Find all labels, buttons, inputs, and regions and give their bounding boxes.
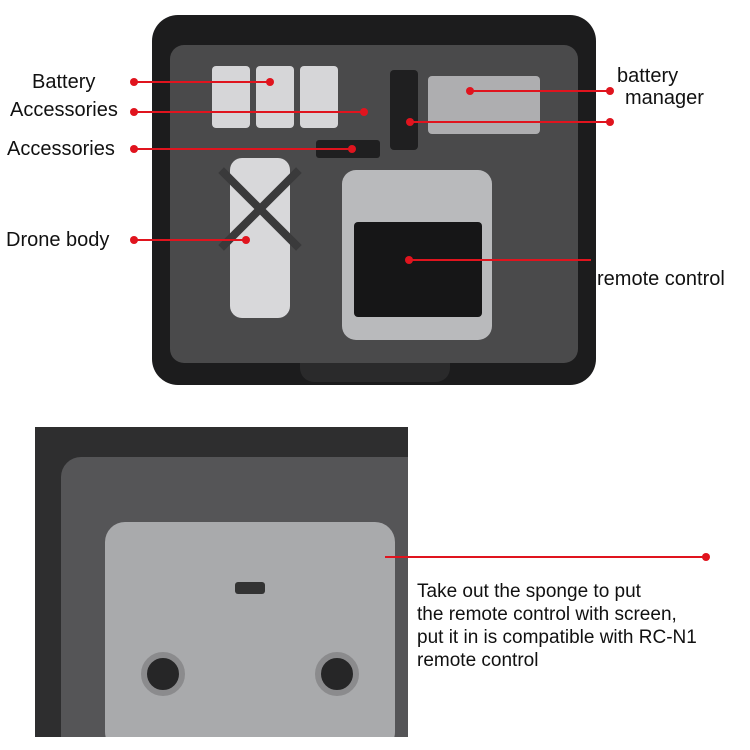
pointer-line bbox=[410, 121, 610, 123]
pointer-line bbox=[134, 81, 270, 83]
note-line: remote control bbox=[417, 650, 539, 671]
label-battery-manager: manager bbox=[625, 87, 704, 109]
note-line: Take out the sponge to put bbox=[417, 581, 641, 602]
label-battery-manager: battery bbox=[617, 65, 679, 87]
battery-manager-image bbox=[428, 76, 540, 134]
remote-screen bbox=[354, 222, 482, 317]
pointer-dot bbox=[266, 78, 274, 86]
label-battery: Battery bbox=[32, 71, 96, 93]
battery-image bbox=[256, 66, 294, 128]
joystick bbox=[141, 652, 185, 696]
label-accessories: Accessories bbox=[10, 99, 118, 121]
rc-n1-remote-image bbox=[105, 522, 395, 737]
rc-n1-photo bbox=[35, 427, 408, 737]
compatibility-note: Take out the sponge to put the remote co… bbox=[417, 580, 697, 672]
joystick bbox=[315, 652, 359, 696]
pointer-line bbox=[470, 90, 610, 92]
pointer-line bbox=[134, 239, 246, 241]
label-drone-body: Drone body bbox=[6, 229, 110, 251]
pointer-line bbox=[134, 111, 364, 113]
pointer-line bbox=[385, 556, 707, 558]
label-remote-control: remote control bbox=[597, 268, 725, 290]
case-handle bbox=[300, 360, 450, 382]
battery-image bbox=[300, 66, 338, 128]
note-line: the remote control with screen, bbox=[417, 604, 677, 625]
accessory-slot bbox=[390, 70, 418, 150]
label-accessories: Accessories bbox=[7, 138, 115, 160]
pointer-dot bbox=[606, 118, 614, 126]
pointer-dot bbox=[242, 236, 250, 244]
pointer-dot bbox=[348, 145, 356, 153]
pointer-line bbox=[409, 259, 591, 261]
pointer-dot bbox=[606, 87, 614, 95]
note-line: put it in is compatible with RC-N1 bbox=[417, 627, 697, 648]
mode-switch bbox=[235, 582, 265, 594]
battery-image bbox=[212, 66, 250, 128]
pointer-dot bbox=[360, 108, 368, 116]
pointer-line bbox=[134, 148, 352, 150]
pointer-dot bbox=[702, 553, 710, 561]
